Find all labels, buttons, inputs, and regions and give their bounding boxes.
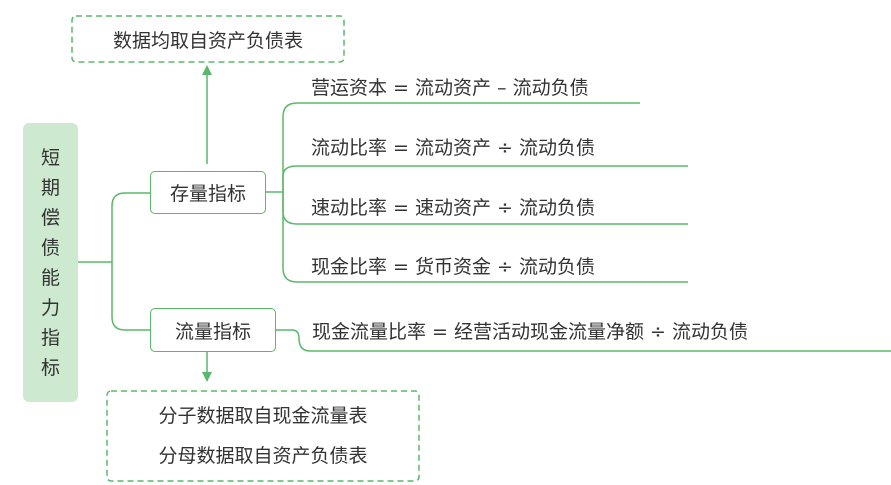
root-label-char: 指 [40,326,60,349]
bottom-note-line-1: 分子数据取自现金流量表 [158,405,368,427]
bottom-note-line-2: 分母数据取自资产负债表 [158,445,368,467]
root-label-char: 能 [40,266,60,289]
bottom-note-border [106,390,420,482]
flow-branch-line [111,262,150,331]
root-label-char: 偿 [40,206,60,229]
root-label-char: 债 [40,236,60,259]
root-label-char: 期 [40,176,60,199]
current-ratio-formula: 流动比率 = 流动资产 ÷ 流动负债 [311,137,595,159]
root-label-char: 标 [40,356,60,379]
cash-ratio-formula: 现金比率 = 货币资金 ÷ 流动负债 [311,256,595,278]
root-label-char: 力 [40,296,60,319]
root-label: 短期偿债能力指标 [41,143,60,383]
flow-indicator-node: 流量指标 [150,308,276,352]
root-label-char: 短 [40,146,60,169]
formula-line-2 [282,165,688,192]
quick-ratio-formula: 速动比率 = 速动资产 ÷ 流动负债 [311,197,595,219]
top-note-text: 数据均取自资产负债表 [112,29,303,52]
stock-branch-line [111,192,150,262]
top-note: 数据均取自资产负债表 [72,16,344,62]
flow-formula-line [276,329,891,352]
working-capital-formula: 营运资本 = 流动资产 – 流动负债 [311,77,589,99]
formula-line-4 [282,192,688,283]
root-node: 短期偿债能力指标 [23,123,78,402]
flow-indicator-label: 流量指标 [174,320,251,343]
top-note-border [71,15,345,63]
formula-line-1 [282,102,640,192]
cash-flow-ratio-formula: 现金流量比率 = 经营活动现金流量净额 ÷ 流动负债 [312,321,748,343]
stock-indicator-label: 存量指标 [169,183,246,205]
stock-indicator-node: 存量指标 [150,171,266,214]
bottom-note: 分子数据取自现金流量表 分母数据取自资产负债表 [107,391,419,481]
